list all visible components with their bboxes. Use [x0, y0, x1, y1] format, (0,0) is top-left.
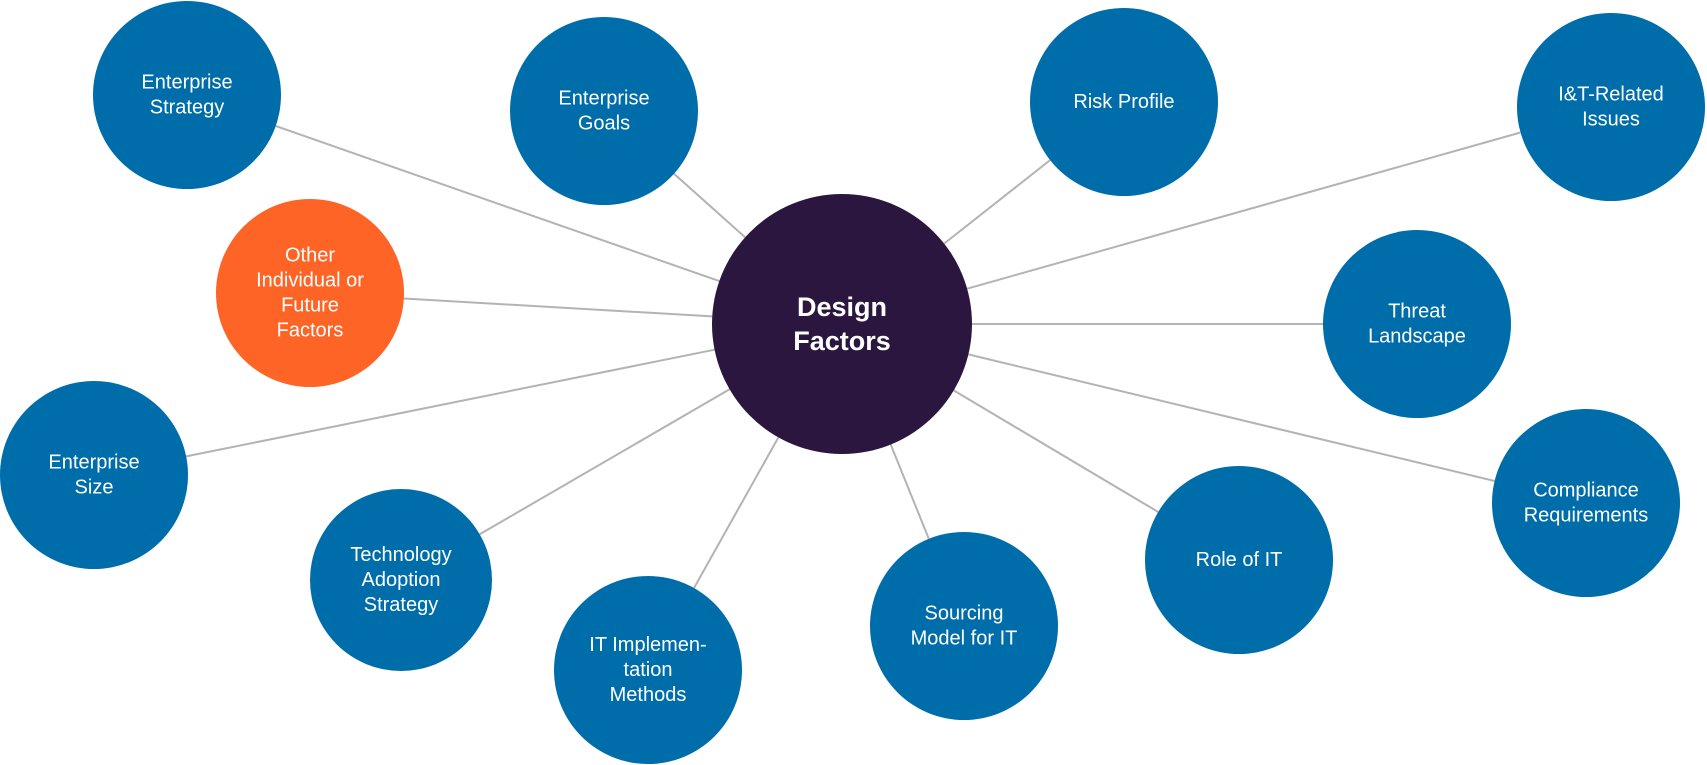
node-label-it-related-issues-line-2: Issues [1582, 109, 1640, 131]
node-label-it-implementation-methods-line-3: Methods [610, 684, 687, 706]
node-label-technology-adoption-strategy-line-2: Adoption [362, 569, 441, 591]
node-label-other-factors-line-1: Other [285, 245, 335, 267]
node-label-other-factors-line-4: Factors [277, 320, 344, 342]
connector-it-related-issues [966, 131, 1521, 290]
node-label-enterprise-strategy-line-2: Strategy [150, 97, 224, 119]
connector-role-of-it [953, 389, 1159, 513]
node-label-threat-landscape-line-2: Landscape [1368, 326, 1466, 348]
node-label-technology-adoption-strategy-line-1: Technology [350, 544, 451, 566]
node-label-enterprise-goals-line-2: Goals [578, 113, 630, 135]
node-circle-role-of-it [1145, 466, 1333, 654]
node-circle-other-factors [216, 199, 404, 387]
node-circle-it-related-issues [1517, 13, 1705, 201]
node-circle-risk-profile [1030, 8, 1218, 196]
node-label-enterprise-goals-line-1: Enterprise [558, 88, 649, 110]
node-label-role-of-it-line-1: Role of IT [1196, 549, 1283, 571]
connector-other-factors [403, 297, 713, 318]
node-label-other-factors-line-2: Individual or [256, 270, 364, 292]
center-label-line-1: Design [797, 292, 887, 322]
node-label-sourcing-model-line-2: Model for IT [911, 628, 1018, 650]
connector-risk-profile [943, 159, 1051, 245]
connector-sourcing-model [889, 444, 930, 540]
node-label-it-implementation-methods-line-2: tation [624, 659, 673, 681]
node-circle-sourcing-model [870, 532, 1058, 720]
node-risk-profile: Risk Profile [1030, 8, 1218, 196]
node-circle-enterprise-size [0, 381, 188, 569]
node-label-it-related-issues-line-1: I&T-Related [1558, 84, 1664, 106]
node-label-enterprise-strategy-line-1: Enterprise [141, 72, 232, 94]
node-label-other-factors-line-3: Future [281, 295, 339, 317]
node-circle-it-implementation-methods [554, 576, 742, 764]
node-circle-technology-adoption-strategy [310, 489, 492, 671]
center-label-line-2: Factors [793, 326, 891, 356]
node-circle-compliance-requirements [1492, 409, 1680, 597]
connector-technology-adoption-strategy [479, 388, 731, 536]
node-label-enterprise-size-line-1: Enterprise [48, 452, 139, 474]
connector-enterprise-strategy [275, 125, 720, 283]
connector-it-implementation-methods [693, 436, 780, 589]
node-role-of-it: Role of IT [1145, 466, 1333, 654]
center-circle [712, 194, 972, 454]
connector-compliance-requirements [968, 353, 1495, 482]
connector-enterprise-goals [673, 172, 746, 239]
node-label-it-implementation-methods-line-1: IT Implemen- [589, 634, 706, 656]
node-label-compliance-requirements-line-2: Requirements [1524, 505, 1649, 527]
node-label-technology-adoption-strategy-line-3: Strategy [364, 594, 438, 616]
node-circle-enterprise-goals [510, 17, 698, 205]
connector-lines [185, 125, 1521, 589]
node-label-risk-profile-line-1: Risk Profile [1073, 91, 1174, 113]
node-circle-enterprise-strategy [93, 1, 281, 189]
node-label-enterprise-size-line-2: Size [75, 477, 114, 499]
node-label-sourcing-model-line-1: Sourcing [925, 603, 1004, 625]
node-label-compliance-requirements-line-1: Compliance [1533, 480, 1639, 502]
node-circle-threat-landscape [1323, 230, 1511, 418]
node-label-threat-landscape-line-1: Threat [1388, 301, 1446, 323]
connector-enterprise-size [185, 348, 715, 458]
